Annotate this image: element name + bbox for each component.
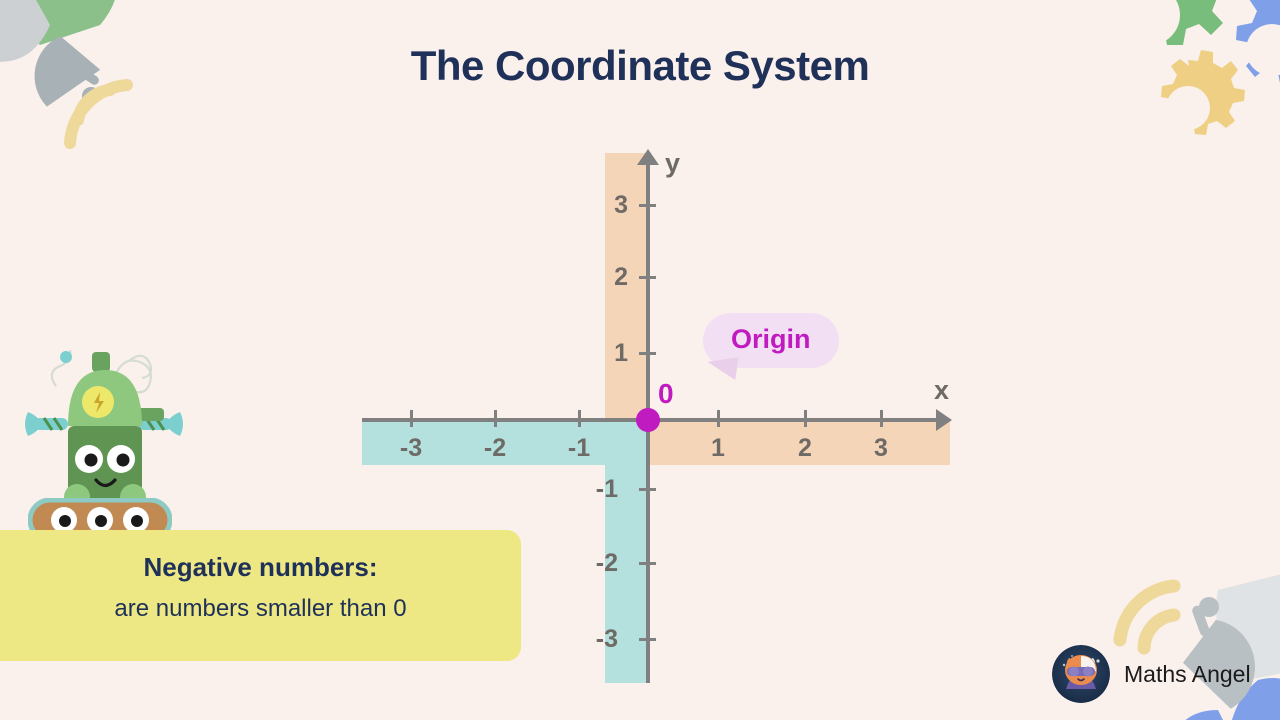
- page-title: The Coordinate System: [410, 42, 870, 89]
- origin-zero-label: 0: [658, 378, 674, 409]
- origin-annotation: Origin: [703, 313, 839, 380]
- x-tick: [880, 410, 883, 427]
- y-tick-label: 1: [614, 339, 628, 367]
- y-axis-arrow-icon: [637, 149, 659, 165]
- x-tick: [717, 410, 720, 427]
- y-tick-label: -1: [595, 475, 618, 503]
- brand-name: Maths Angel: [1124, 660, 1251, 687]
- robot-antenna: [92, 352, 110, 372]
- y-tick: [639, 352, 656, 355]
- x-tick-label: 3: [874, 434, 888, 462]
- x-tick: [410, 410, 413, 427]
- x-tick: [578, 410, 581, 427]
- x-tick-label: 2: [798, 434, 812, 462]
- y-tick: [639, 562, 656, 565]
- lightning-bolt-icon: [94, 392, 104, 413]
- y-tick: [639, 276, 656, 279]
- y-tick: [639, 204, 656, 207]
- positive-x-band: [648, 420, 950, 465]
- brand-watermark: Maths Angel: [1052, 645, 1251, 703]
- negative-x-band: [362, 420, 605, 465]
- robot-track-base: [28, 498, 172, 542]
- y-tick-label: 2: [614, 263, 628, 291]
- x-tick-label: -2: [483, 434, 507, 462]
- positive-y-band: [605, 153, 648, 420]
- y-tick: [639, 638, 656, 641]
- negative-numbers-callout: Negative numbers: are numbers smaller th…: [0, 530, 521, 661]
- origin-bubble: Origin: [703, 313, 839, 368]
- x-tick-label: 1: [711, 434, 725, 462]
- x-tick-label: -3: [399, 434, 423, 462]
- x-axis-arrow-icon: [936, 409, 952, 431]
- robot-arms: [25, 412, 183, 436]
- y-tick-label: -2: [595, 549, 618, 577]
- x-tick-label: -1: [567, 434, 591, 462]
- origin-point[interactable]: [636, 408, 660, 432]
- x-tick: [494, 410, 497, 427]
- robot-smile: [94, 478, 117, 488]
- y-axis-label: y: [665, 148, 681, 178]
- y-tick-label: 3: [614, 191, 628, 219]
- robot-body: [68, 426, 142, 498]
- x-tick: [804, 410, 807, 427]
- origin-bubble-tail-icon: [705, 353, 739, 380]
- maths-angel-logo-icon: [1052, 645, 1110, 703]
- callout-title: Negative numbers:: [143, 552, 378, 582]
- x-axis-label: x: [934, 375, 950, 405]
- callout-body: are numbers smaller than 0: [114, 595, 407, 622]
- y-tick: [639, 488, 656, 491]
- y-tick-label: -3: [595, 625, 618, 653]
- steam-dot: [60, 351, 72, 363]
